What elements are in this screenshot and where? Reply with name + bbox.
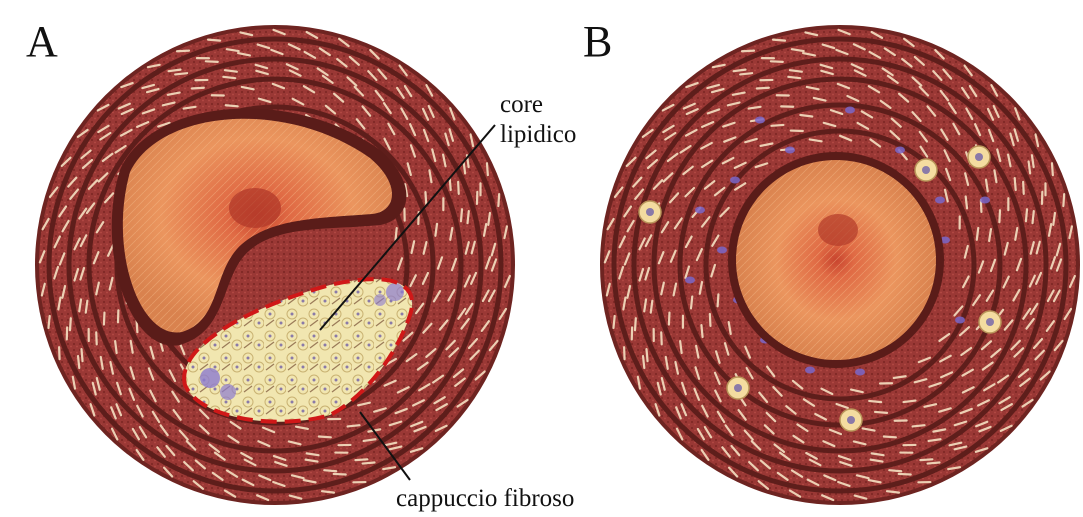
panel-label-b: B: [583, 17, 612, 66]
vessel-b-lumen-center: [818, 214, 858, 246]
vessel-b: [600, 25, 1080, 505]
vessel-a: [35, 25, 515, 505]
label-core-line2: lipidico: [500, 121, 576, 148]
label-fibrous-cap: cappuccio fibroso: [396, 485, 574, 512]
vessel-a-lumen-center: [229, 188, 281, 228]
label-core-line1: core: [500, 91, 543, 118]
panel-label-a: A: [26, 17, 58, 66]
